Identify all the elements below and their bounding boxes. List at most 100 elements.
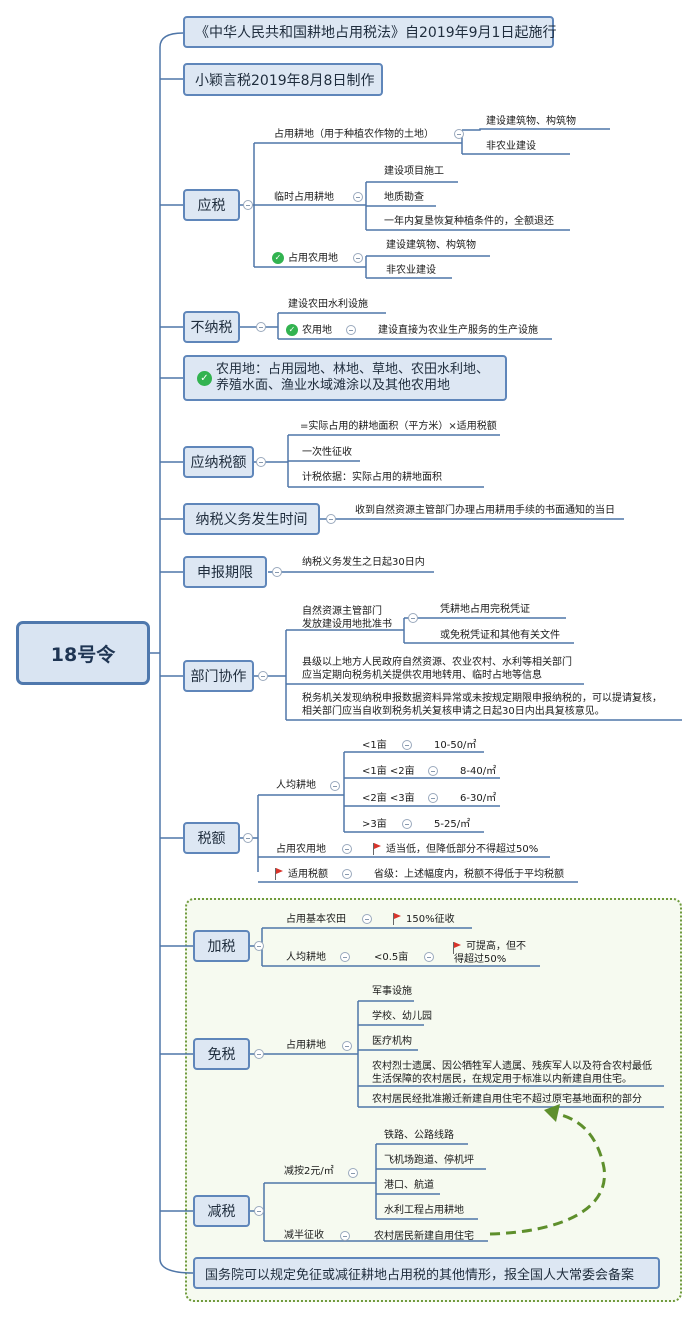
yingshui-node[interactable]: 应税 [183,189,240,221]
jiashui-lt05[interactable]: <0.5亩 [374,952,409,963]
collapse-icon[interactable] [342,1041,352,1051]
mianshui-gengdi[interactable]: 占用耕地 [286,1040,326,1051]
collapse-icon[interactable] [402,740,412,750]
jian2-item-4[interactable]: 水利工程占用耕地 [384,1205,464,1216]
collapse-icon[interactable] [362,914,372,924]
jiashui-jiben[interactable]: 占用基本农田 [286,914,346,925]
jianban-item[interactable]: 农村居民新建自用住宅 [374,1231,474,1242]
collapse-icon[interactable] [258,671,268,681]
maker-node[interactable]: 小颖言税2019年8月8日制作 [183,63,383,96]
bunashui-nongyong[interactable]: ✓农用地 [286,324,332,337]
shuie-shiyong[interactable]: 适用税额 [274,868,328,881]
bumen-ziran[interactable]: 自然资源主管部门发放建设用地批准书 [302,605,392,631]
collapse-icon[interactable] [254,1049,264,1059]
shuie-nongyong-note[interactable]: 适当低，但降低部分不得超过50% [372,843,538,856]
jiashui-node[interactable]: 加税 [193,930,250,962]
shuie-node[interactable]: 税额 [183,822,240,854]
shuie-shiyong-note[interactable]: 省级：上述幅度内，税额不得低于平均税额 [374,869,564,880]
mianshui-lieshi[interactable]: 农村烈士遗属、因公牺牲军人遗属、残疾军人以及符合农村最低生活保障的农村居民，在规… [372,1060,652,1086]
flag-icon [274,868,284,880]
yiwu-node[interactable]: 纳税义务发生时间 [183,503,320,535]
bunashui-node[interactable]: 不纳税 [183,311,240,343]
mianshui-banqian[interactable]: 农村居民经批准搬迁新建自用住宅不超过原宅基地面积的部分 [372,1094,642,1105]
bumen-node[interactable]: 部门协作 [183,660,254,692]
nongyong-item-1[interactable]: 建设建筑物、构筑物 [386,240,476,251]
linshi-item-2[interactable]: 地质勘查 [384,192,424,203]
yingshui-gengdi[interactable]: 占用耕地（用于种植农作物的土地） [274,129,434,140]
shenbao-text[interactable]: 纳税义务发生之日起30日内 [302,557,425,568]
mianshui-item-2[interactable]: 学校、幼儿园 [372,1011,432,1022]
collapse-icon[interactable] [353,253,363,263]
collapse-icon[interactable] [342,844,352,854]
jianshui-jianban[interactable]: 减半征收 [284,1230,324,1241]
yingshui-nongyong[interactable]: ✓占用农用地 [272,252,338,265]
nongyong-item-2[interactable]: 非农业建设 [386,265,436,276]
jian2-item-3[interactable]: 港口、航道 [384,1180,434,1191]
bunashui-shuili[interactable]: 建设农田水利设施 [288,299,368,310]
shuie-range-4[interactable]: >3亩 [362,819,387,830]
linshi-item-1[interactable]: 建设项目施工 [384,166,444,177]
yingna-item-1[interactable]: =实际占用的耕地面积（平方米）×适用税额 [300,421,497,432]
shenbao-node[interactable]: 申报期限 [183,556,267,588]
jiashui-renjun[interactable]: 人均耕地 [286,952,326,963]
collapse-icon[interactable] [428,766,438,776]
shuie-amount-2[interactable]: 8-40/㎡ [460,766,497,777]
collapse-icon[interactable] [348,1168,358,1178]
shuie-range-2[interactable]: <1亩 <2亩 [362,766,415,777]
jian2-item-1[interactable]: 铁路、公路线路 [384,1130,454,1141]
jianshui-node[interactable]: 减税 [193,1195,250,1227]
gengdi-item-2[interactable]: 非农业建设 [486,141,536,152]
collapse-icon[interactable] [243,200,253,210]
jiashui-lt05-note[interactable]: 可提高，但不得超过50% [452,940,526,966]
shuie-range-1[interactable]: <1亩 [362,740,387,751]
shuie-nongyong[interactable]: 占用农用地 [276,844,326,855]
jian2-item-2[interactable]: 飞机场跑道、停机坪 [384,1155,474,1166]
shuie-range-3[interactable]: <2亩 <3亩 [362,793,415,804]
collapse-icon[interactable] [256,322,266,332]
collapse-icon[interactable] [243,833,253,843]
collapse-icon[interactable] [272,567,282,577]
collapse-icon[interactable] [330,781,340,791]
bumen-ziran-item-1[interactable]: 凭耕地占用完税凭证 [440,604,530,615]
mianshui-item-1[interactable]: 军事设施 [372,986,412,997]
collapse-icon[interactable] [424,952,434,962]
collapse-icon[interactable] [340,1231,350,1241]
check-icon: ✓ [197,370,212,386]
collapse-icon[interactable] [256,457,266,467]
yingna-item-2[interactable]: 一次性征收 [302,447,352,458]
collapse-icon[interactable] [402,819,412,829]
mianshui-item-3[interactable]: 医疗机构 [372,1036,412,1047]
shuie-amount-1[interactable]: 10-50/㎡ [434,740,477,751]
bunashui-nongyong-item[interactable]: 建设直接为农业生产服务的生产设施 [378,325,538,336]
nongyongdi-definition[interactable]: ✓ 农用地：占用园地、林地、草地、农田水利地、 养殖水面、渔业水域滩涂以及其他农… [183,355,507,401]
collapse-icon[interactable] [342,869,352,879]
collapse-icon[interactable] [254,1206,264,1216]
shuie-amount-4[interactable]: 5-25/㎡ [434,819,471,830]
yiwu-text[interactable]: 收到自然资源主管部门办理占用耕用手续的书面通知的当日 [355,505,615,516]
collapse-icon[interactable] [454,129,464,139]
yingna-node[interactable]: 应纳税额 [183,446,254,478]
linshi-item-3[interactable]: 一年内复垦恢复种植条件的，全额退还 [384,216,554,227]
shuie-amount-3[interactable]: 6-30/㎡ [460,793,497,804]
collapse-icon[interactable] [428,793,438,803]
collapse-icon[interactable] [408,613,418,623]
collapse-icon[interactable] [346,325,356,335]
nongyongdi-text: 农用地：占用园地、林地、草地、农田水利地、 养殖水面、渔业水域滩涂以及其他农用地 [216,362,489,394]
jianshui-jian2[interactable]: 减按2元/㎡ [284,1166,334,1177]
collapse-icon[interactable] [340,952,350,962]
shuie-renjun[interactable]: 人均耕地 [276,780,316,791]
collapse-icon[interactable] [326,514,336,524]
root-node[interactable]: 18号令 [16,621,150,685]
jiashui-jiben-note[interactable]: 150%征收 [392,913,455,926]
collapse-icon[interactable] [353,192,363,202]
bumen-xian[interactable]: 县级以上地方人民政府自然资源、农业农村、水利等相关部门应当定期向税务机关提供农用… [302,656,572,682]
bumen-shuiwu[interactable]: 税务机关发现纳税申报数据资料异常或未按规定期限申报纳税的，可以提请复核，相关部门… [302,692,662,718]
gengdi-item-1[interactable]: 建设建筑物、构筑物 [486,116,576,127]
guowuyuan-node[interactable]: 国务院可以规定免征或减征耕地占用税的其他情形，报全国人大常委会备案 [193,1257,660,1289]
yingna-item-3[interactable]: 计税依据：实际占用的耕地面积 [302,472,442,483]
law-effective-node[interactable]: 《中华人民共和国耕地占用税法》自2019年9月1日起施行 [183,16,556,48]
bumen-ziran-item-2[interactable]: 或免税凭证和其他有关文件 [440,630,560,641]
mianshui-node[interactable]: 免税 [193,1038,250,1070]
yingshui-linshi[interactable]: 临时占用耕地 [274,192,334,203]
collapse-icon[interactable] [254,941,264,951]
